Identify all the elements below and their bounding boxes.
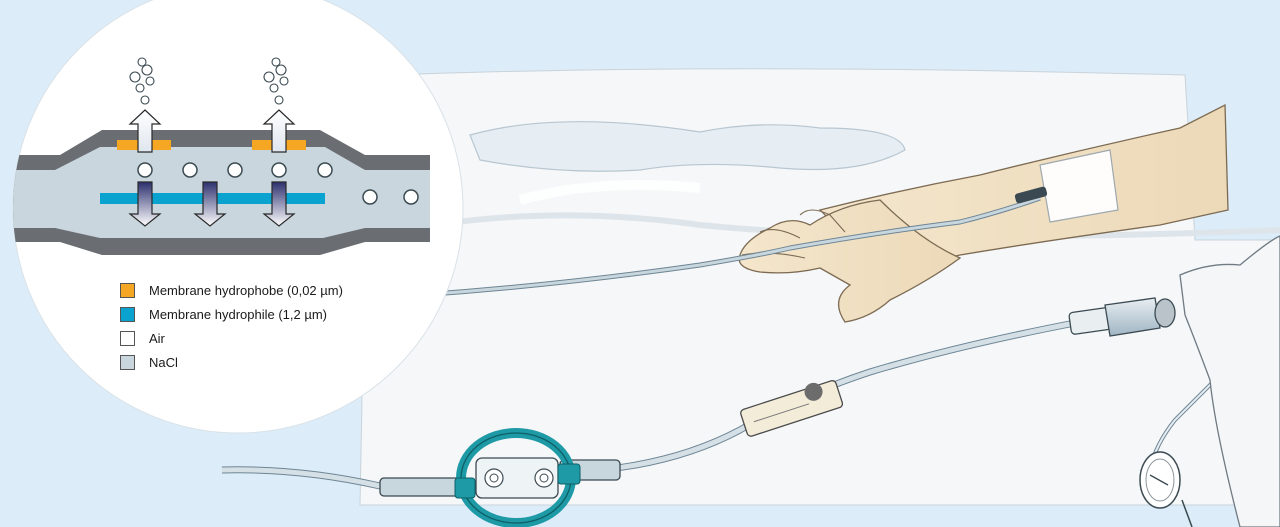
pressure-gauge — [1139, 451, 1193, 527]
legend-item-air: Air — [120, 326, 343, 350]
legend-swatch — [120, 306, 135, 322]
legend-label: NaCl — [149, 354, 178, 370]
magnified-detail — [12, 0, 464, 434]
legend: Membrane hydrophobe (0,02 µm) Membrane h… — [120, 278, 343, 374]
legend-swatch — [120, 354, 135, 370]
legend-swatch — [120, 330, 135, 346]
inline-filter — [379, 428, 621, 527]
tubing — [419, 186, 1048, 298]
legend-label: Membrane hydrophile (1,2 µm) — [149, 306, 328, 322]
legend-item-hydrophile: Membrane hydrophile (1,2 µm) — [120, 302, 343, 326]
legend-swatch — [120, 282, 135, 298]
legend-label: Membrane hydrophobe (0,02 µm) — [149, 282, 343, 298]
gloved-hand — [1179, 235, 1280, 527]
legend-item-nacl: NaCl — [120, 350, 343, 374]
legend-label: Air — [149, 330, 165, 346]
legend-item-hydrophobe: Membrane hydrophobe (0,02 µm) — [120, 278, 343, 302]
roller-clamp — [740, 380, 844, 437]
